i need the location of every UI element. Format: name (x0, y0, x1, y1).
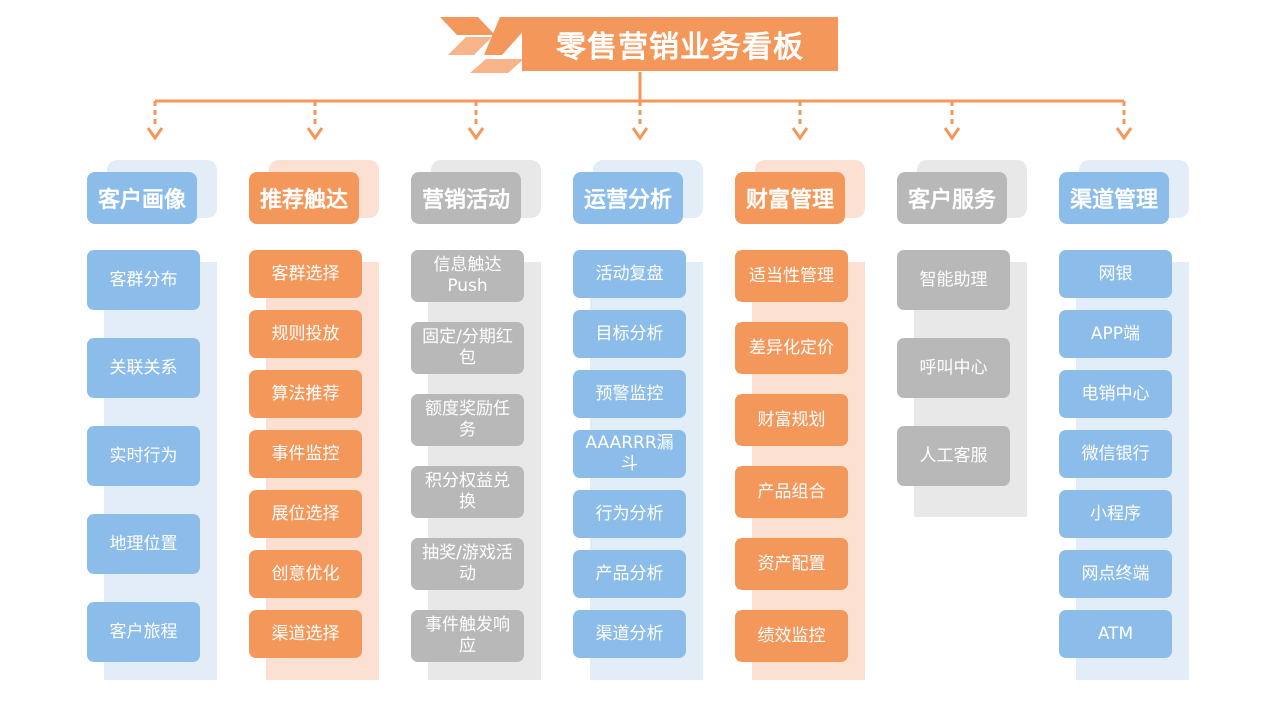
list-item[interactable]: 网点终端 (1059, 550, 1172, 598)
list-item[interactable]: 渠道分析 (573, 610, 686, 658)
list-item[interactable]: 预警监控 (573, 370, 686, 418)
arrow-down-icon (1115, 127, 1133, 141)
list-item[interactable]: 电销中心 (1059, 370, 1172, 418)
column-header-wealth-management[interactable]: 财富管理 (735, 172, 845, 224)
list-item[interactable]: 产品组合 (735, 466, 848, 518)
list-item[interactable]: 客群分布 (87, 250, 200, 310)
list-item[interactable]: 网银 (1059, 250, 1172, 298)
list-item[interactable]: 抽奖/游戏活动 (411, 538, 524, 590)
list-item[interactable]: 固定/分期红包 (411, 322, 524, 374)
column-marketing-activity: 营销活动信息触达Push 固定/分期红包额度奖励任务积分权益兑换抽奖/游戏活动事件… (411, 160, 546, 680)
list-item[interactable]: 适当性管理 (735, 250, 848, 302)
list-item[interactable]: 行为分析 (573, 490, 686, 538)
list-item[interactable]: 资产配置 (735, 538, 848, 590)
column-channel-management: 渠道管理网银 APP端电销中心微信银行小程序网点终端 ATM (1059, 160, 1194, 680)
column-operation-analysis: 运营分析活动复盘目标分析预警监控 AAARRR漏斗行为分析产品分析渠道分析 (573, 160, 708, 680)
list-item[interactable]: 绩效监控 (735, 610, 848, 662)
list-item[interactable]: 呼叫中心 (897, 338, 1010, 398)
list-item[interactable]: 人工客服 (897, 426, 1010, 486)
column-wealth-management: 财富管理适当性管理差异化定价财富规划产品组合资产配置绩效监控 (735, 160, 870, 680)
arrow-down-icon (943, 127, 961, 141)
list-item[interactable]: 实时行为 (87, 426, 200, 486)
list-item[interactable]: 小程序 (1059, 490, 1172, 538)
list-item[interactable]: 活动复盘 (573, 250, 686, 298)
list-item[interactable]: 客群选择 (249, 250, 362, 298)
column-header-customer-service[interactable]: 客户服务 (897, 172, 1007, 224)
column-header-operation-analysis[interactable]: 运营分析 (573, 172, 683, 224)
title-banner: 零售营销业务看板 (440, 15, 840, 73)
list-item[interactable]: 规则投放 (249, 310, 362, 358)
list-item[interactable]: 关联关系 (87, 338, 200, 398)
column-header-recommend-reach[interactable]: 推荐触达 (249, 172, 359, 224)
list-item[interactable]: AAARRR漏斗 (573, 430, 686, 478)
column-recommend-reach: 推荐触达客群选择规则投放算法推荐事件监控展位选择创意优化渠道选择 (249, 160, 384, 680)
column-header-channel-management[interactable]: 渠道管理 (1059, 172, 1169, 224)
column-header-marketing-activity[interactable]: 营销活动 (411, 172, 521, 224)
list-item[interactable]: 微信银行 (1059, 430, 1172, 478)
list-item[interactable]: 渠道选择 (249, 610, 362, 658)
list-item[interactable]: APP端 (1059, 310, 1172, 358)
list-item[interactable]: 财富规划 (735, 394, 848, 446)
list-item[interactable]: 产品分析 (573, 550, 686, 598)
list-item[interactable]: 目标分析 (573, 310, 686, 358)
column-customer-service: 客户服务智能助理呼叫中心人工客服 (897, 160, 1032, 680)
list-item[interactable]: 积分权益兑换 (411, 466, 524, 518)
list-item[interactable]: 智能助理 (897, 250, 1010, 310)
list-item[interactable]: 地理位置 (87, 514, 200, 574)
page-title: 零售营销业务看板 (522, 17, 838, 71)
connector-lines (146, 72, 1133, 141)
arrow-down-icon (791, 127, 809, 141)
list-item[interactable]: 客户旅程 (87, 602, 200, 662)
list-item[interactable]: 创意优化 (249, 550, 362, 598)
arrow-down-icon (631, 127, 649, 141)
list-item[interactable]: 信息触达Push (411, 250, 524, 302)
list-item[interactable]: ATM (1059, 610, 1172, 658)
column-customer-profile: 客户画像客群分布关联关系实时行为地理位置客户旅程 (87, 160, 222, 680)
arrow-down-icon (467, 127, 485, 141)
list-item[interactable]: 事件触发响应 (411, 610, 524, 662)
list-item[interactable]: 展位选择 (249, 490, 362, 538)
list-item[interactable]: 算法推荐 (249, 370, 362, 418)
column-header-customer-profile[interactable]: 客户画像 (87, 172, 197, 224)
list-item[interactable]: 事件监控 (249, 430, 362, 478)
list-item[interactable]: 差异化定价 (735, 322, 848, 374)
list-item[interactable]: 额度奖励任务 (411, 394, 524, 446)
arrow-down-icon (146, 127, 164, 141)
arrow-down-icon (306, 127, 324, 141)
